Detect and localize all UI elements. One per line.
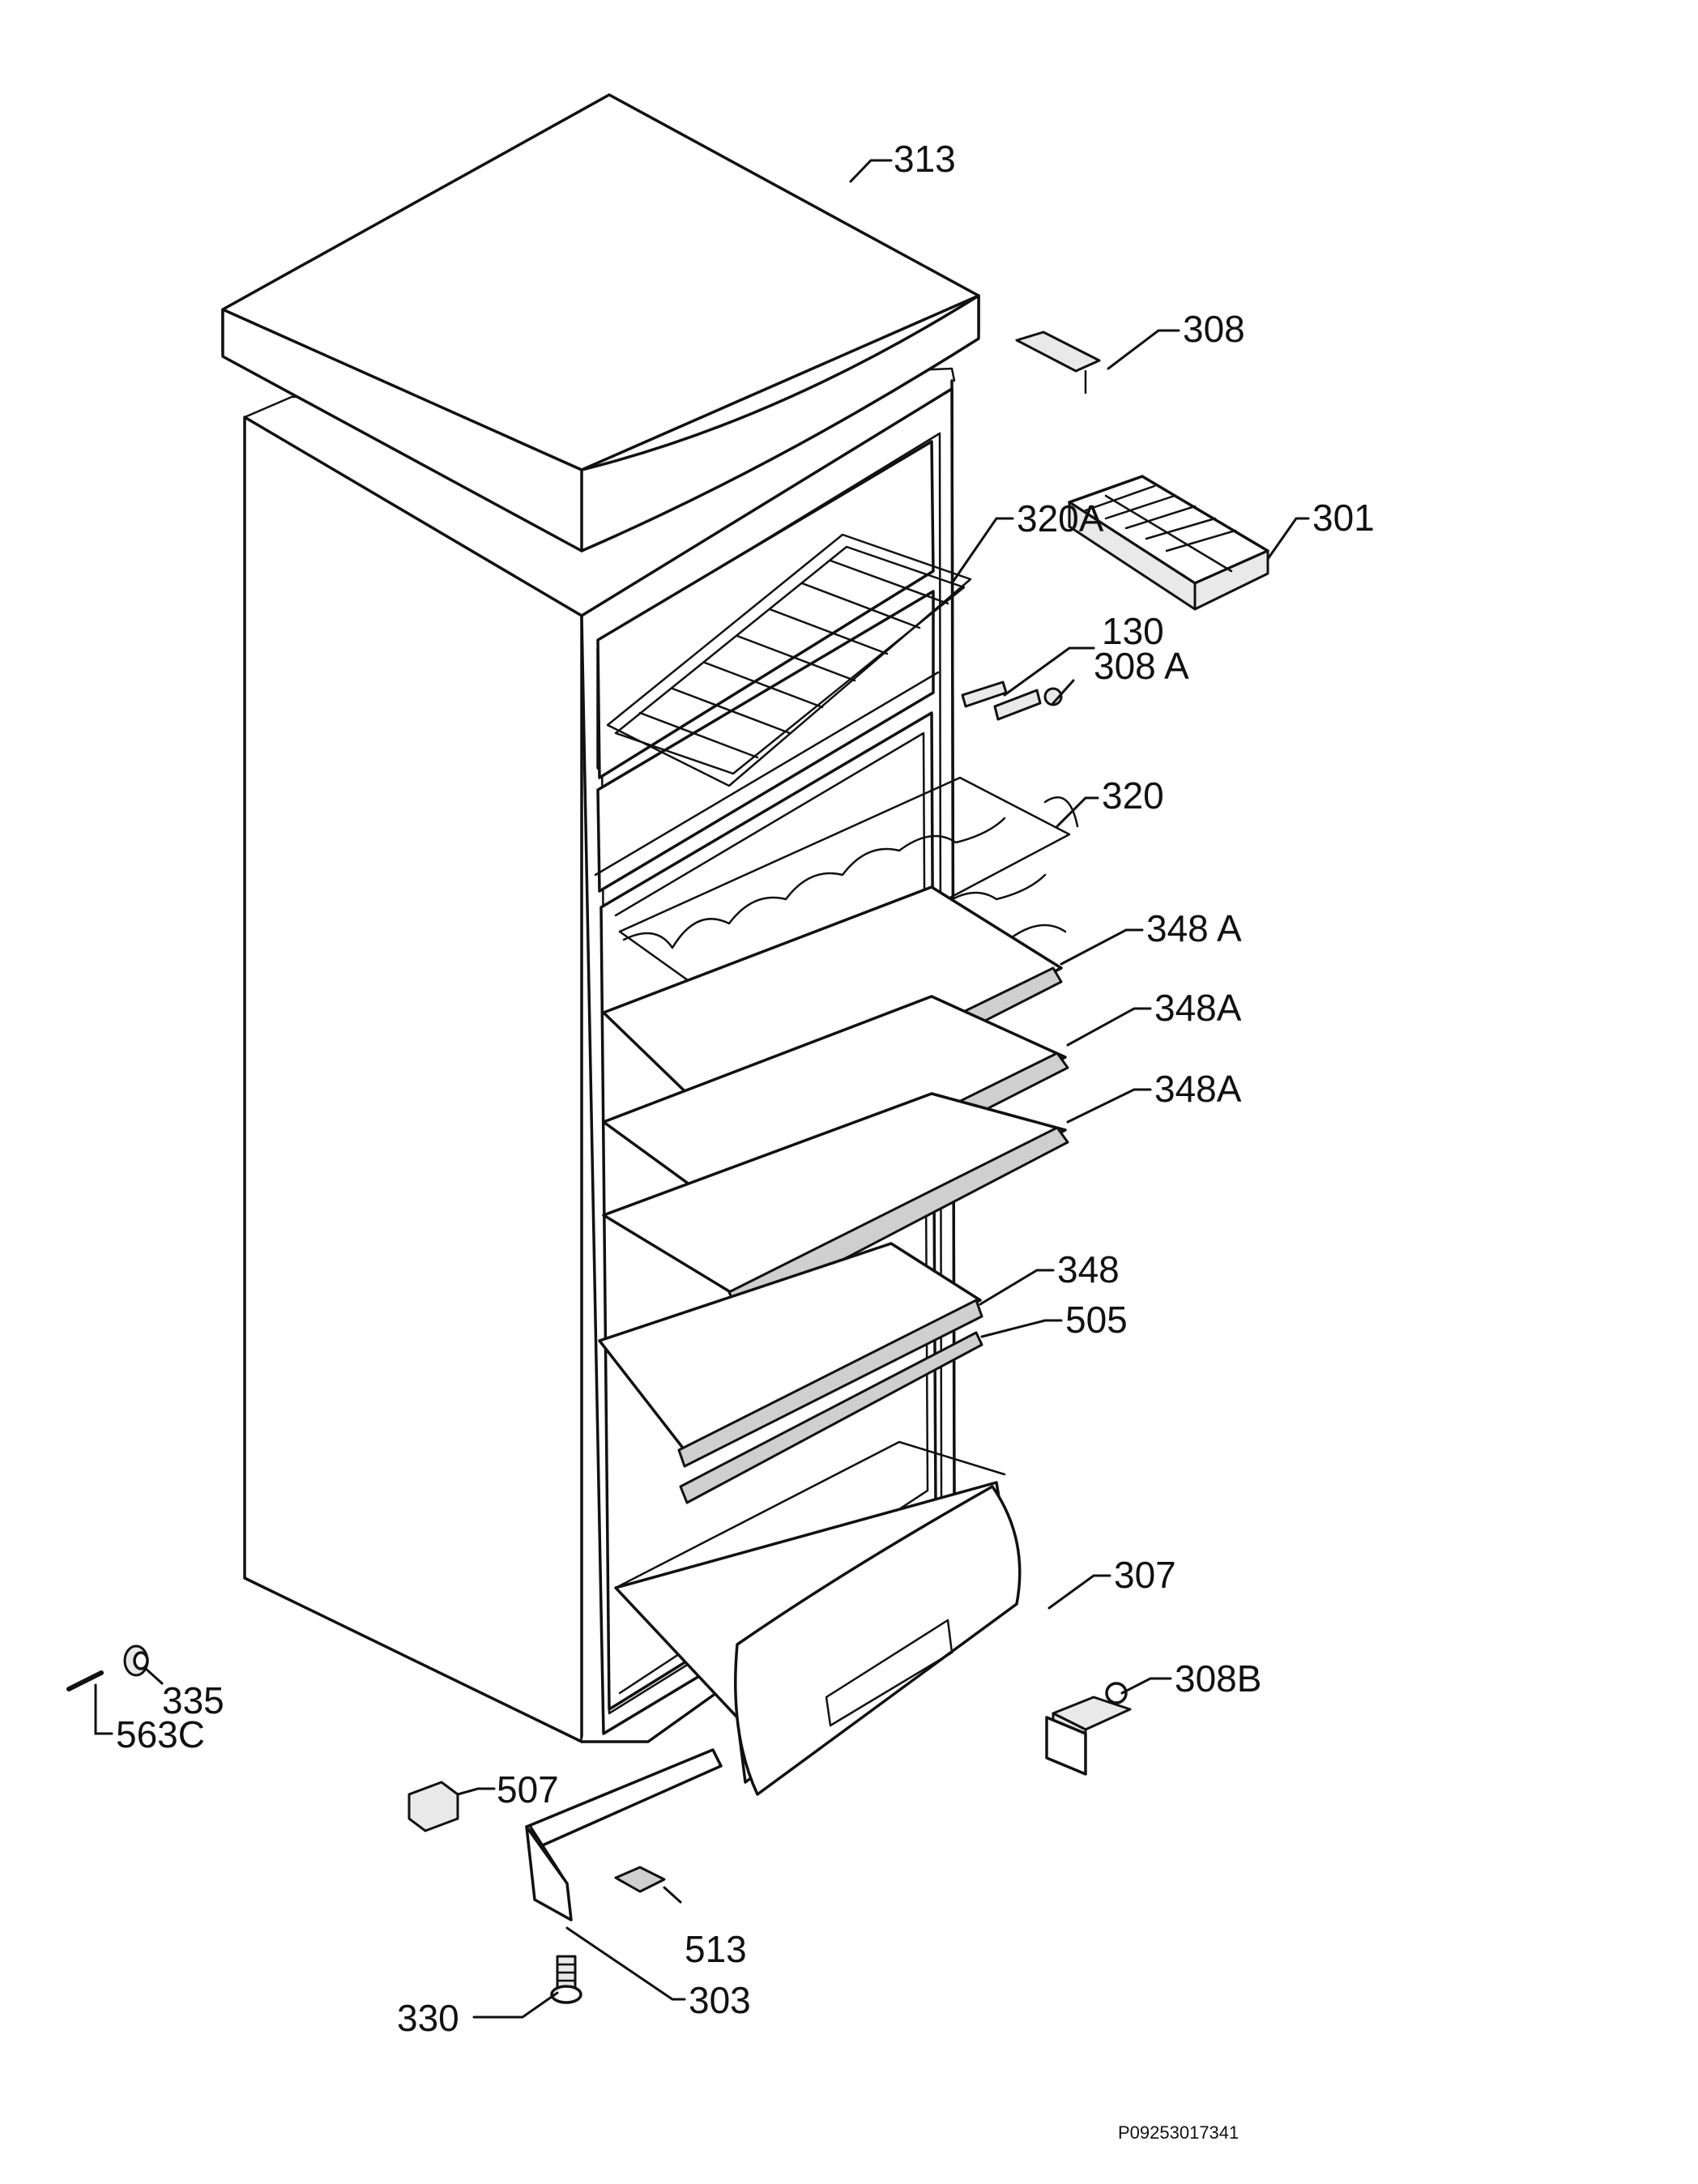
label-308: 308 <box>1183 308 1245 350</box>
glass-shelf-348 <box>598 1242 983 1468</box>
label-313: 313 <box>894 138 956 180</box>
label-307: 307 <box>1114 1554 1176 1596</box>
label-505: 505 <box>1065 1299 1128 1341</box>
hinge-pin-308a <box>993 687 1063 721</box>
top-cover-313 <box>221 93 980 552</box>
clip-507 <box>407 1781 459 1832</box>
part-labels: 313 308 320A 301 130 308 A 320 348 A 348… <box>116 138 1375 2039</box>
label-320: 320 <box>1102 774 1164 817</box>
label-130: 130 <box>1102 610 1164 652</box>
kick-plate-303 <box>525 1748 723 1922</box>
document-code: P09253017341 <box>1118 2122 1239 2143</box>
leader-lines <box>94 159 1310 2019</box>
label-563c: 563C <box>116 1713 205 1755</box>
label-330: 330 <box>397 1997 459 2039</box>
adjustable-foot-330 <box>550 1955 582 2004</box>
label-335: 335 <box>162 1679 224 1721</box>
label-348a-1: 348 A <box>1146 907 1242 949</box>
label-301: 301 <box>1312 497 1375 539</box>
label-308a: 308 A <box>1094 645 1189 687</box>
hinge-308b <box>1045 1682 1132 1776</box>
label-513: 513 <box>685 1928 747 1970</box>
crisper-drawer-307 <box>614 1440 1022 1796</box>
label-507: 507 <box>497 1768 559 1811</box>
wire-shelf-320a <box>606 533 972 787</box>
pin-563c <box>66 1670 104 1691</box>
label-308b: 308B <box>1175 1657 1261 1700</box>
clip-513 <box>614 1866 666 1893</box>
spacer-335 <box>123 1644 149 1677</box>
ice-tray-301 <box>1068 475 1269 611</box>
label-303: 303 <box>689 1979 751 2021</box>
label-348: 348 <box>1057 1248 1120 1290</box>
freezer-compartment <box>594 440 940 893</box>
hinge-308 <box>1015 331 1101 395</box>
bracket-130 <box>961 680 1008 708</box>
label-320a: 320A <box>1017 497 1104 540</box>
label-348a-2: 348A <box>1154 987 1242 1029</box>
label-348a-3: 348A <box>1154 1068 1242 1110</box>
shelf-trim-505 <box>679 1331 983 1504</box>
